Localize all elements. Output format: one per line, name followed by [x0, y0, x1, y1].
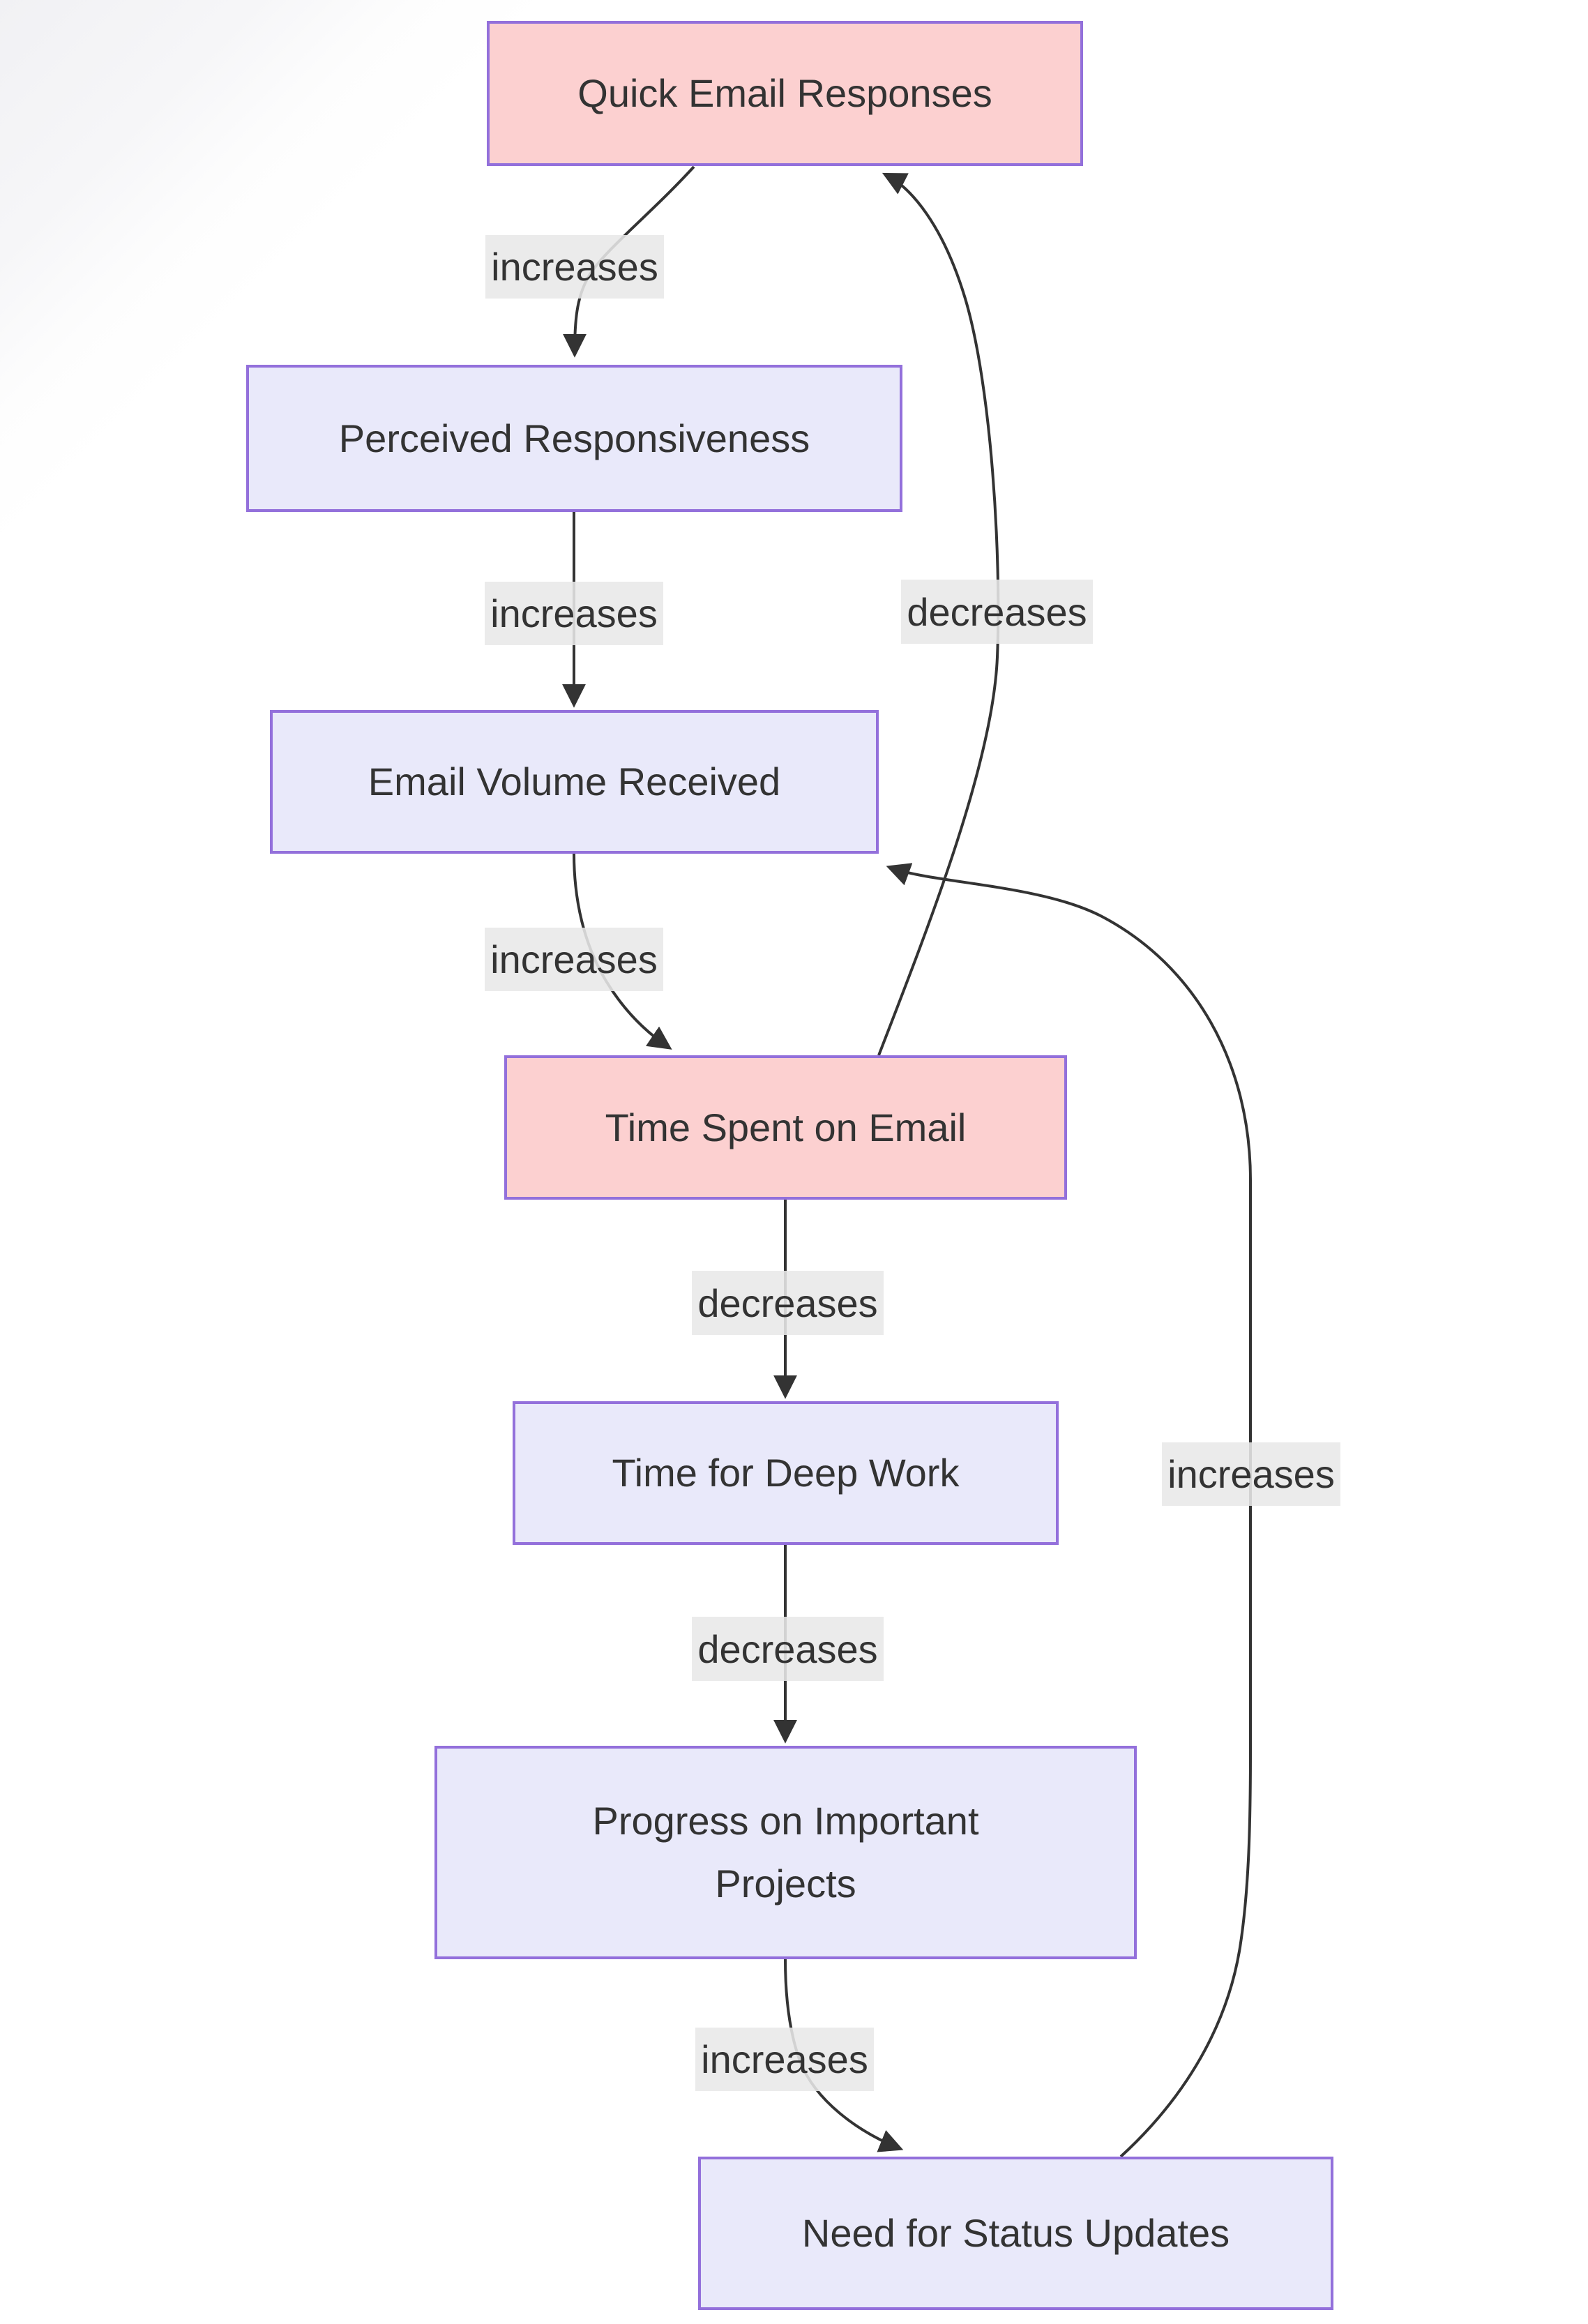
- node-time-spent-on-email: Time Spent on Email: [504, 1055, 1067, 1200]
- edge-label-text: increases: [1167, 1452, 1335, 1496]
- edge-label-increases-2: increases: [485, 582, 663, 645]
- node-label: Need for Status Updates: [801, 2211, 1230, 2256]
- node-label: Email Volume Received: [368, 760, 781, 804]
- node-perceived-responsiveness: Perceived Responsiveness: [246, 365, 902, 512]
- edge-label-text: decreases: [907, 589, 1087, 634]
- node-progress-on-important-projects: Progress on Important Projects: [434, 1746, 1137, 1959]
- edge-label-text: increases: [490, 591, 658, 635]
- node-label: Progress on Important Projects: [592, 1799, 979, 1906]
- node-label: Time for Deep Work: [612, 1451, 960, 1495]
- edge-label-increases-4: increases: [695, 2028, 874, 2091]
- edge-label-decreases-1: decreases: [901, 580, 1093, 644]
- edge-label-text: decreases: [697, 1281, 878, 1325]
- node-quick-email-responses: Quick Email Responses: [487, 21, 1083, 166]
- edge-label-increases-1: increases: [485, 235, 664, 299]
- node-need-for-status-updates: Need for Status Updates: [698, 2157, 1333, 2310]
- node-label: Quick Email Responses: [577, 71, 992, 116]
- node-label: Perceived Responsiveness: [338, 416, 810, 460]
- node-email-volume-received: Email Volume Received: [270, 710, 879, 854]
- node-time-for-deep-work: Time for Deep Work: [513, 1401, 1059, 1545]
- edge-label-text: increases: [701, 2037, 868, 2081]
- edge-label-decreases-2: decreases: [692, 1271, 884, 1335]
- edge-label-text: increases: [491, 245, 658, 289]
- edge-status-updates-to-email-volume: [886, 863, 1252, 2158]
- node-label: Time Spent on Email: [605, 1105, 967, 1149]
- edge-label-text: decreases: [697, 1627, 878, 1671]
- edge-label-text: increases: [490, 937, 658, 981]
- edge-label-increases-3: increases: [485, 928, 663, 991]
- edge-label-decreases-3: decreases: [692, 1617, 884, 1681]
- edge-label-increases-5: increases: [1162, 1442, 1340, 1506]
